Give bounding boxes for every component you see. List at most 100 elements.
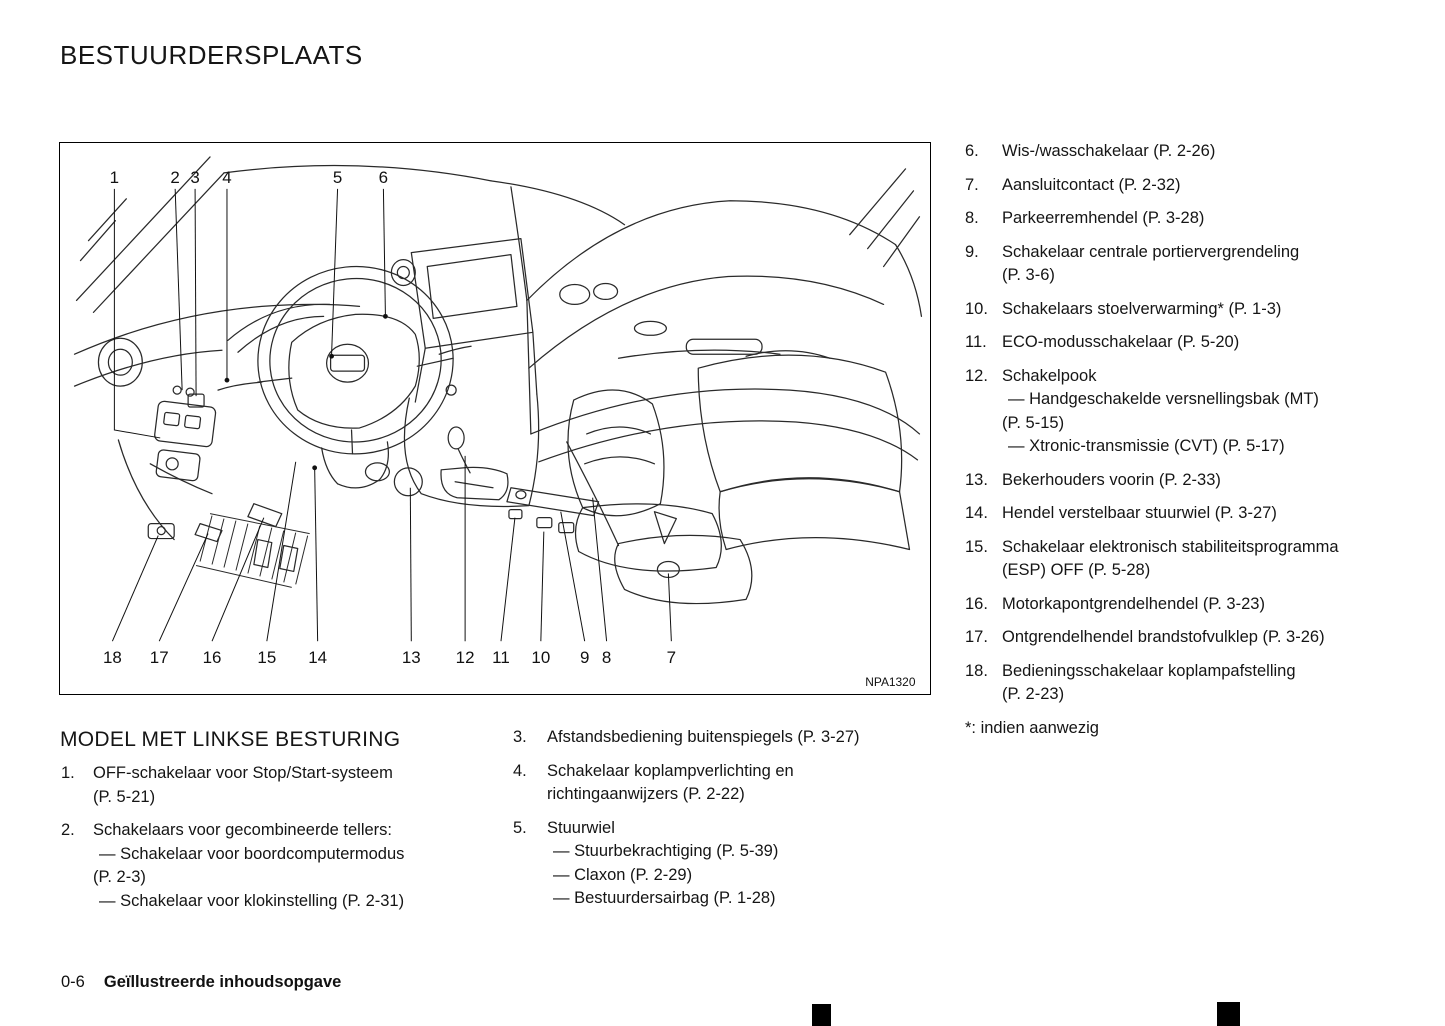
- callout-number: 16: [203, 648, 222, 667]
- legend-item-text: OFF-schakelaar voor Stop/Start-systeem (P…: [93, 762, 491, 809]
- legend-item-text: Aansluitcontact (P. 2-32): [1002, 174, 1390, 198]
- legend-item-line: Motorkapontgrendelhendel (P. 3-23): [1002, 594, 1265, 613]
- callout-number: 11: [492, 648, 510, 667]
- legend-item-line: OFF-schakelaar voor Stop/Start-systeem: [93, 764, 393, 782]
- legend-item-line: ECO-modusschakelaar (P. 5-20): [1002, 333, 1240, 351]
- callout-number: 5: [333, 168, 342, 187]
- legend-item-text: Schakelaars stoelverwarming* (P. 1-3): [1002, 298, 1390, 322]
- callout-number: 15: [257, 648, 276, 667]
- callout-number: 18: [103, 648, 122, 667]
- legend-item: 11. ECO-modusschakelaar (P. 5-20): [965, 331, 1390, 355]
- legend-right-column: 6. Wis-/wasschakelaar (P. 2-26) 7.Aansluit…: [965, 140, 1390, 717]
- legend-item-line: (P. 3-6): [1002, 266, 1055, 284]
- cockpit-diagram-svg: 1 2 3 4 5 6 18 17 16 15 14 13 12 11 10 9…: [73, 156, 923, 689]
- legend-item-text: Schakelaar centrale portiervergrendeling…: [1002, 241, 1390, 288]
- legend-item-number: 13.: [965, 470, 988, 489]
- callout-number: 2: [170, 168, 179, 187]
- legend-item-line: Parkeerremhendel (P. 3-28): [1002, 209, 1205, 227]
- legend-item-line: — Schakelaar voor klokinstelling (P. 2-3…: [99, 891, 405, 910]
- legend-item-line: Schakelpook: [1002, 366, 1097, 385]
- legend-item-line: — Handgeschakelde versnellingsbak (MT): [1008, 390, 1319, 408]
- legend-item-number: 4.: [513, 761, 527, 780]
- legend-item: 17. Ontgrendelhendel brandstofvulklep (P.…: [965, 626, 1390, 650]
- callout-number: 6: [379, 168, 388, 187]
- legend-item: 2. Schakelaars voor gecombineerde tellers…: [61, 819, 491, 913]
- legend-item-number: 1.: [61, 764, 75, 782]
- legend-item-number: 9.: [965, 242, 979, 261]
- callout-number: 8: [602, 648, 611, 667]
- legend-item-line: (ESP) OFF (P. 5-28): [1002, 561, 1151, 579]
- callout-number: 10: [531, 648, 550, 667]
- callout-number: 3: [190, 168, 199, 187]
- legend-item: 1. OFF-schakelaar voor Stop/Start-systeem…: [61, 762, 491, 809]
- legend-item: 18. Bedieningsschakelaar koplampafstellin…: [965, 660, 1390, 707]
- legend-left-column: 1. OFF-schakelaar voor Stop/Start-systeem…: [61, 762, 491, 923]
- callout-number: 14: [308, 648, 327, 667]
- callout-leader-lines: [111, 188, 672, 642]
- callout-number: 4: [222, 168, 231, 187]
- legend-item-number: 17.: [965, 628, 988, 646]
- legend-item-line: Schakelaar centrale portiervergrendeling: [1002, 242, 1300, 261]
- legend-item: 10.Schakelaars stoelverwarming* (P. 1-3): [965, 298, 1390, 322]
- legend-item-line: — Schakelaar voor boordcomputermodus: [99, 844, 405, 863]
- legend-item: 3. Afstandsbediening buitenspiegels (P. 3…: [513, 726, 923, 750]
- legend-item-text: Schakelaars voor gecombineerde tellers: —…: [93, 819, 491, 913]
- callout-number: 12: [456, 648, 475, 667]
- legend-item: 8.Parkeerremhendel (P. 3-28): [965, 207, 1390, 231]
- callout-number: 1: [110, 168, 119, 187]
- cockpit-diagram: 1 2 3 4 5 6 18 17 16 15 14 13 12 11 10 9…: [59, 142, 931, 695]
- legend-item-number: 2.: [61, 821, 75, 839]
- page-tab-marker: [812, 1004, 831, 1026]
- footer-section-title: Geïllustreerde inhoudsopgave: [103, 973, 342, 991]
- page-tab-marker: [1217, 1002, 1240, 1026]
- legend-item: 5.Stuurwiel— Stuurbekrachtiging (P. 5-39…: [513, 817, 923, 911]
- legend-item-text: Wis-/wasschakelaar (P. 2-26): [1002, 140, 1390, 164]
- legend-footnote: *: indien aanwezig: [965, 719, 1099, 737]
- callout-endpoint-dots: [224, 313, 388, 471]
- legend-item-line: Bedieningsschakelaar koplampafstelling: [1002, 661, 1296, 680]
- legend-item-number: 6.: [965, 142, 979, 160]
- legend-item-line: — Claxon (P. 2-29): [553, 865, 693, 884]
- legend-item-line: Bekerhouders voorin (P. 2-33): [1002, 470, 1221, 489]
- legend-item-line: Hendel verstelbaar stuurwiel (P. 3-27): [1002, 504, 1277, 522]
- legend-item: 14. Hendel verstelbaar stuurwiel (P. 3-27…: [965, 502, 1390, 526]
- legend-item: 13. Bekerhouders voorin (P. 2-33): [965, 469, 1390, 493]
- legend-item-line: (P. 5-21): [93, 787, 156, 806]
- callout-number: 7: [667, 648, 676, 667]
- legend-item-line: — Xtronic-transmissie (CVT) (P. 5-17): [1008, 437, 1285, 455]
- legend-item: 15.Schakelaar elektronisch stabiliteitsp…: [965, 536, 1390, 583]
- legend-item-line: richtingaanwijzers (P. 2-22): [547, 785, 745, 803]
- legend-item: 9. Schakelaar centrale portiervergrendeli…: [965, 241, 1390, 288]
- legend-item-text: Schakelaar elektronisch stabiliteitsprog…: [1002, 536, 1390, 583]
- legend-item-number: 16.: [965, 594, 988, 613]
- legend-item-number: 11.: [965, 333, 987, 351]
- legend-item-line: (P. 2-3): [93, 868, 146, 886]
- diagram-image-code: NPA1320: [865, 675, 916, 689]
- legend-item-text: Afstandsbediening buitenspiegels (P. 3-2…: [547, 726, 923, 750]
- legend-item: 16. Motorkapontgrendelhendel (P. 3-23): [965, 593, 1390, 617]
- floor-hatching: [195, 513, 310, 588]
- legend-item-line: Ontgrendelhendel brandstofvulklep (P. 3-…: [1002, 628, 1325, 646]
- legend-item-number: 18.: [965, 661, 988, 680]
- legend-item-text: ECO-modusschakelaar (P. 5-20): [1002, 331, 1390, 355]
- legend-item-number: 3.: [513, 728, 527, 746]
- legend-item-line: (P. 5-15): [1002, 413, 1065, 432]
- legend-item-line: Wis-/wasschakelaar (P. 2-26): [1002, 142, 1216, 160]
- legend-item: 7.Aansluitcontact (P. 2-32): [965, 174, 1390, 198]
- legend-item: 6. Wis-/wasschakelaar (P. 2-26): [965, 140, 1390, 164]
- callout-number: 9: [580, 648, 589, 667]
- legend-item-text: Bedieningsschakelaar koplampafstelling (P…: [1002, 660, 1390, 707]
- legend-item-number: 12.: [965, 366, 988, 385]
- legend-item-number: 14.: [965, 504, 988, 522]
- legend-item: 12. Schakelpook — Handgeschakelde versnell…: [965, 365, 1390, 459]
- legend-item-line: Afstandsbediening buitenspiegels (P. 3-2…: [547, 728, 860, 746]
- legend-middle-column: 3. Afstandsbediening buitenspiegels (P. 3…: [513, 726, 923, 921]
- legend-item-line: Schakelaars voor gecombineerde tellers:: [93, 821, 392, 839]
- legend-subtitle: MODEL MET LINKSE BESTURING: [60, 728, 401, 751]
- legend-item-line: Schakelaar elektronisch stabiliteitsprog…: [1002, 537, 1339, 556]
- legend-item-line: (P. 2-23): [1002, 685, 1065, 703]
- callout-number: 17: [150, 648, 169, 667]
